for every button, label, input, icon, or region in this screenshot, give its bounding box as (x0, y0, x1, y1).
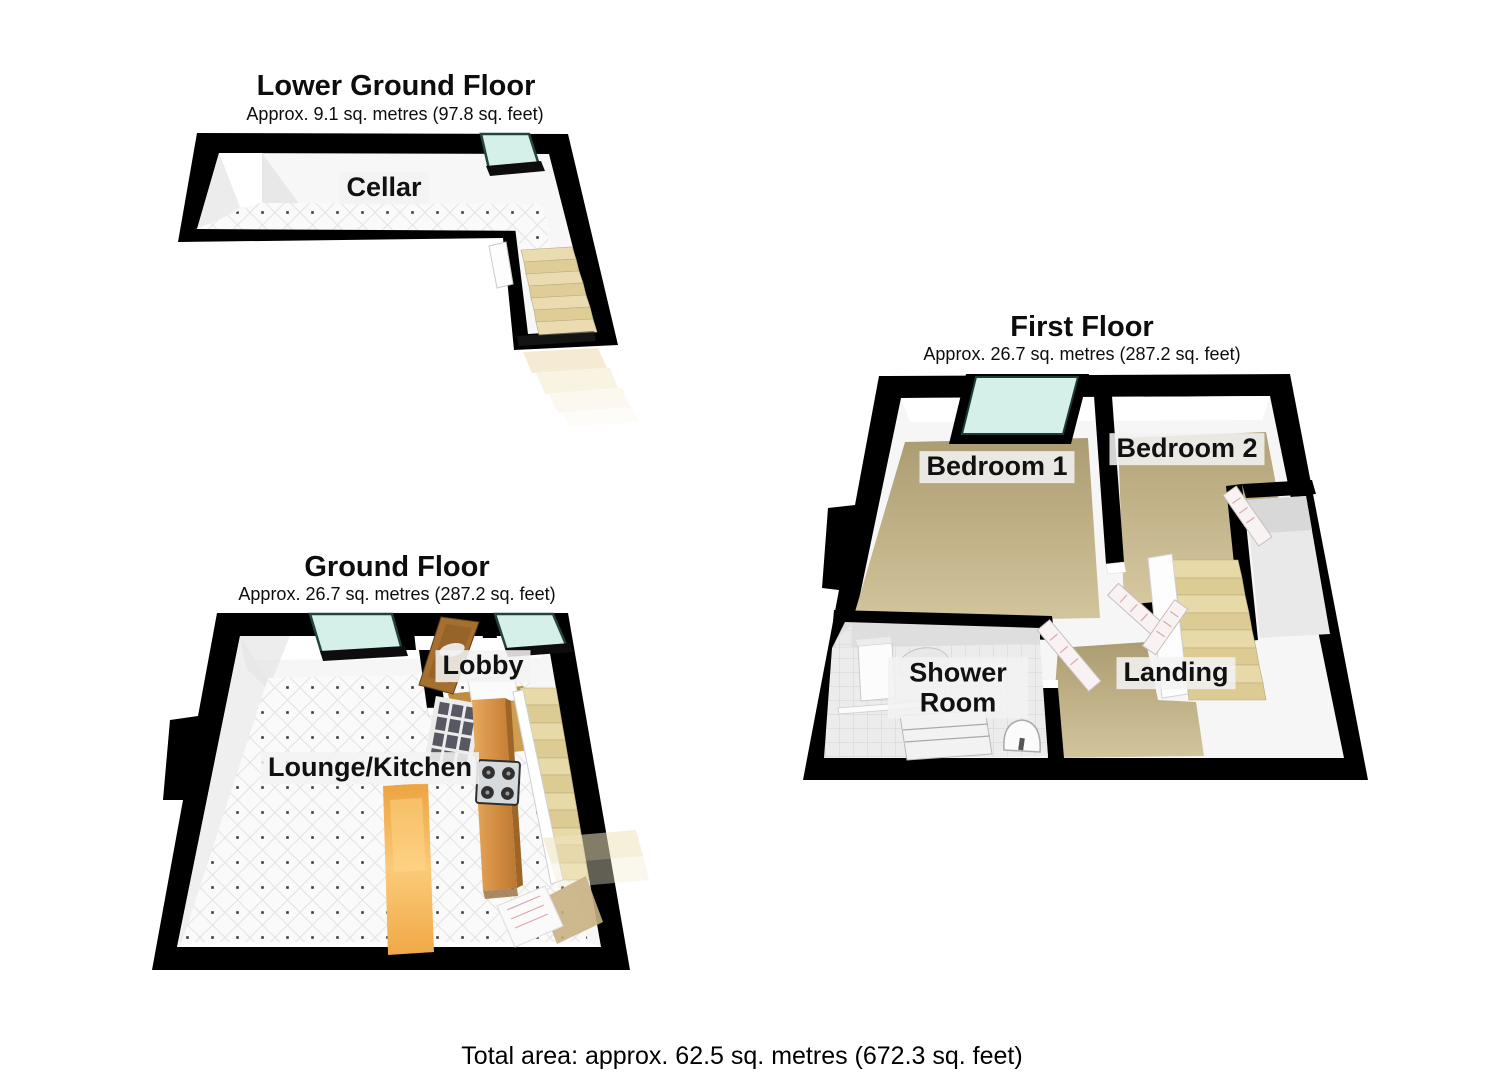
lobby-wall-stub-right (479, 613, 497, 638)
tap-icon (1018, 737, 1025, 751)
cellar-staircase (520, 246, 598, 336)
ghost-stair-1 (543, 830, 643, 864)
hob-icon (475, 759, 521, 806)
shower-landing-wall (1042, 688, 1064, 758)
floor-title-first: First Floor (1010, 311, 1154, 343)
closet-wall (1226, 484, 1258, 642)
ground-floor-plan (152, 612, 649, 970)
stair-bottom-door (496, 876, 603, 948)
room-label-lounge-kitchen: Lounge/Kitchen (261, 752, 479, 784)
cellar-corner-shade (262, 153, 300, 205)
shower-wall-cap (1042, 680, 1058, 688)
total-area-text: Total area: approx. 62.5 sq. metres (672… (461, 1042, 1023, 1070)
ghost-stair-2 (551, 856, 649, 888)
bedroom-divider-wall (1094, 396, 1124, 564)
rug-highlight (390, 798, 426, 872)
ground-left-wall-face (177, 636, 268, 947)
cellar-floor (196, 203, 550, 231)
rug (383, 783, 434, 955)
cellar-window-icon (479, 132, 545, 176)
lounge-window-icon (308, 612, 408, 661)
room-label-landing: Landing (1116, 657, 1236, 689)
floor-subtitle-first: Approx. 26.7 sq. metres (287.2 sq. feet) (923, 344, 1241, 364)
closet-door-icon (1222, 485, 1273, 547)
stair-handrail (512, 689, 564, 885)
floor-subtitle-lower-ground: Approx. 9.1 sq. metres (97.8 sq. feet) (246, 104, 544, 124)
room-label-shower-room: Shower Room (888, 657, 1028, 719)
divider-wall-cap (1105, 561, 1127, 575)
floor-subtitle-ground: Approx. 26.7 sq. metres (287.2 sq. feet) (238, 584, 556, 604)
ground-corner-shade (240, 636, 290, 690)
closet-top-wall (1242, 480, 1316, 498)
sink-icon (1003, 719, 1041, 753)
landing-door-icon (1141, 599, 1189, 656)
cellar-left-wall-shade (197, 153, 240, 229)
floor-title-ground: Ground Floor (304, 551, 490, 583)
first-floor-plan (803, 374, 1368, 780)
glazed-door-icon (423, 695, 483, 773)
room-label-lobby: Lobby (435, 650, 531, 682)
cellar-ghost-steps (523, 348, 639, 427)
bedroom1-floor (852, 438, 1100, 622)
cellar-door (488, 241, 514, 289)
bedroom1-window-icon (949, 374, 1089, 444)
floor-title-lower-ground: Lower Ground Floor (256, 70, 536, 102)
cellar-stair-shadow (517, 331, 596, 346)
room-label-bedroom-1: Bedroom 1 (919, 451, 1075, 483)
shower-door-icon (1036, 619, 1102, 693)
room-label-bedroom-2: Bedroom 2 (1109, 433, 1265, 465)
lower-ground-floor-plan (178, 132, 639, 427)
cellar-inner-walls (197, 153, 594, 334)
room-label-cellar: Cellar (339, 172, 429, 204)
